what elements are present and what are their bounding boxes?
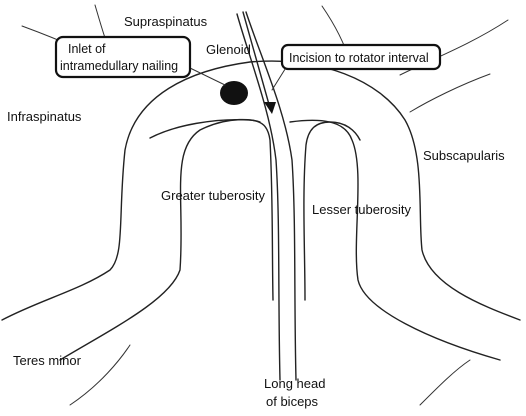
label-long-head-line1: Long head — [264, 376, 325, 391]
inner-capsule-line — [60, 120, 260, 360]
greater-tuberosity-contour — [150, 120, 273, 300]
label-infraspinatus: Infraspinatus — [7, 109, 82, 124]
inlet-callout-line2: intramedullary nailing — [60, 59, 178, 73]
label-subscapularis: Subscapularis — [423, 148, 505, 163]
incision-callout-text: Incision to rotator interval — [289, 51, 429, 65]
label-long-head-line2: of biceps — [266, 394, 319, 409]
label-glenoid: Glenoid — [206, 42, 251, 57]
muscle-line-right-2 — [410, 74, 490, 112]
label-teres-minor: Teres minor — [13, 353, 82, 368]
label-greater-tuberosity: Greater tuberosity — [161, 188, 266, 203]
label-supraspinatus: Supraspinatus — [124, 14, 208, 29]
lower-right-line — [420, 360, 470, 405]
inlet-callout-line1: Inlet of — [68, 42, 106, 56]
label-lesser-tuberosity: Lesser tuberosity — [312, 202, 411, 217]
incision-leader — [272, 66, 287, 90]
